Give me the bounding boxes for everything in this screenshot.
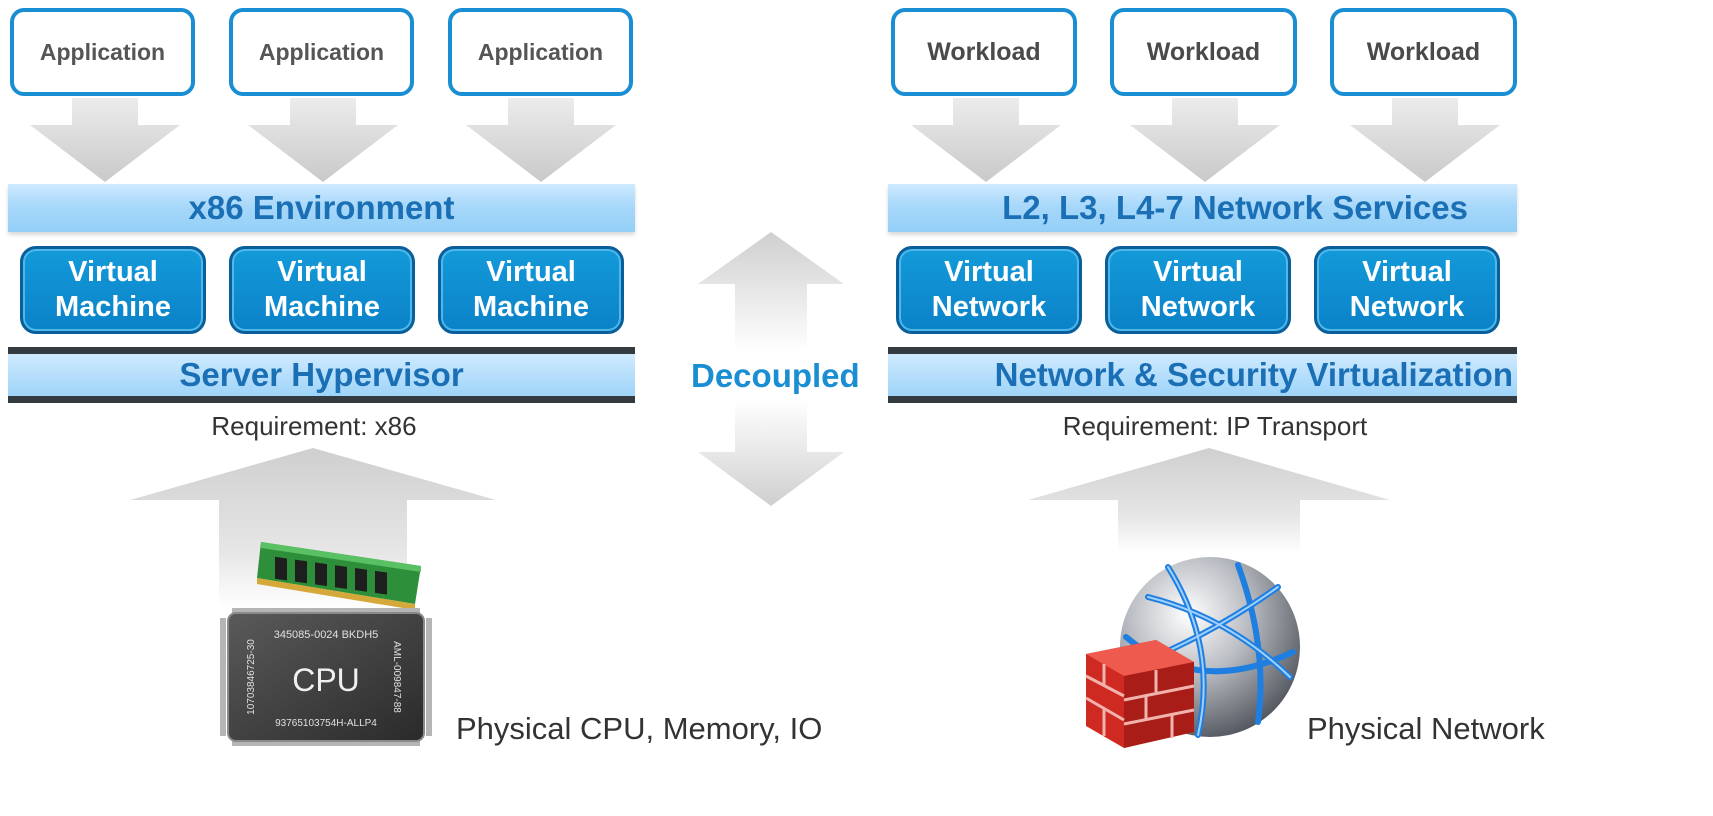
physical-network-label: Physical Network — [1307, 711, 1545, 746]
down-arrow-icon — [1350, 98, 1500, 182]
application-box-3: Application — [448, 8, 633, 96]
vm-label-line1: Virtual — [486, 256, 576, 288]
network-security-virtualization-band: Network & Security Virtualization — [888, 354, 1517, 396]
vm-label-line1: Virtual — [68, 256, 158, 288]
down-arrow-icon — [911, 98, 1061, 182]
cpu-text-center: CPU — [292, 662, 360, 698]
cpu-text-top: 345085-0024 BKDH5 — [274, 629, 379, 641]
vn-label-line2: Network — [931, 291, 1047, 323]
down-arrow-icon — [248, 98, 398, 182]
memory-module-icon — [257, 542, 421, 610]
decoupled-down-arrow-icon — [698, 400, 844, 506]
vm-label-line2: Machine — [472, 291, 590, 323]
vn-label-line1: Virtual — [944, 256, 1034, 288]
virtualization-bottom-bar — [888, 396, 1517, 403]
vn-label-line1: Virtual — [1153, 256, 1243, 288]
virtual-machine-box-1: Virtual Machine — [20, 246, 206, 334]
cpu-text-left: 10703846725-30 — [246, 639, 257, 715]
network-services-band: L2, L3, L4-7 Network Services — [888, 184, 1517, 232]
vn-label-line2: Network — [1140, 291, 1256, 323]
virtual-machine-box-3: Virtual Machine — [438, 246, 624, 334]
cpu-text-bottom: 93765103754H-ALLP4 — [275, 718, 377, 729]
down-arrow-icon — [30, 98, 180, 182]
virtual-network-box-2: Virtual Network — [1105, 246, 1291, 334]
physical-cpu-label: Physical CPU, Memory, IO — [456, 711, 823, 746]
virtual-network-box-3: Virtual Network — [1314, 246, 1500, 334]
requirement-ip-transport-label: Requirement: IP Transport — [1062, 411, 1368, 441]
cpu-text-right: AML-009847-88 — [391, 641, 402, 713]
vm-label-line2: Machine — [263, 291, 381, 323]
virtual-network-box-1: Virtual Network — [896, 246, 1082, 334]
firewall-icon — [1085, 640, 1195, 748]
workload-box-3: Workload — [1330, 8, 1517, 96]
decoupled-up-arrow-icon — [698, 232, 844, 352]
virtual-machine-box-2: Virtual Machine — [229, 246, 415, 334]
down-arrow-icon — [466, 98, 616, 182]
down-arrow-icon — [1130, 98, 1280, 182]
x86-environment-band: x86 Environment — [8, 184, 635, 232]
requirement-x86-label: Requirement: x86 — [211, 411, 417, 441]
up-arrow-icon — [1028, 448, 1390, 553]
vn-label-line1: Virtual — [1362, 256, 1452, 288]
workload-box-1: Workload — [891, 8, 1077, 96]
virtualization-top-bar — [888, 347, 1517, 354]
hypervisor-bottom-bar — [8, 396, 635, 403]
vm-label-line1: Virtual — [277, 256, 367, 288]
cpu-chip-icon: 345085-0024 BKDH5 CPU 93765103754H-ALLP4… — [220, 608, 432, 746]
vm-label-line2: Machine — [54, 291, 172, 323]
application-box-2: Application — [229, 8, 414, 96]
server-hypervisor-band: Server Hypervisor — [8, 354, 635, 396]
decoupled-label: Decoupled — [691, 357, 860, 394]
hypervisor-top-bar — [8, 347, 635, 354]
application-box-1: Application — [10, 8, 195, 96]
vn-label-line2: Network — [1349, 291, 1465, 323]
workload-box-2: Workload — [1110, 8, 1297, 96]
